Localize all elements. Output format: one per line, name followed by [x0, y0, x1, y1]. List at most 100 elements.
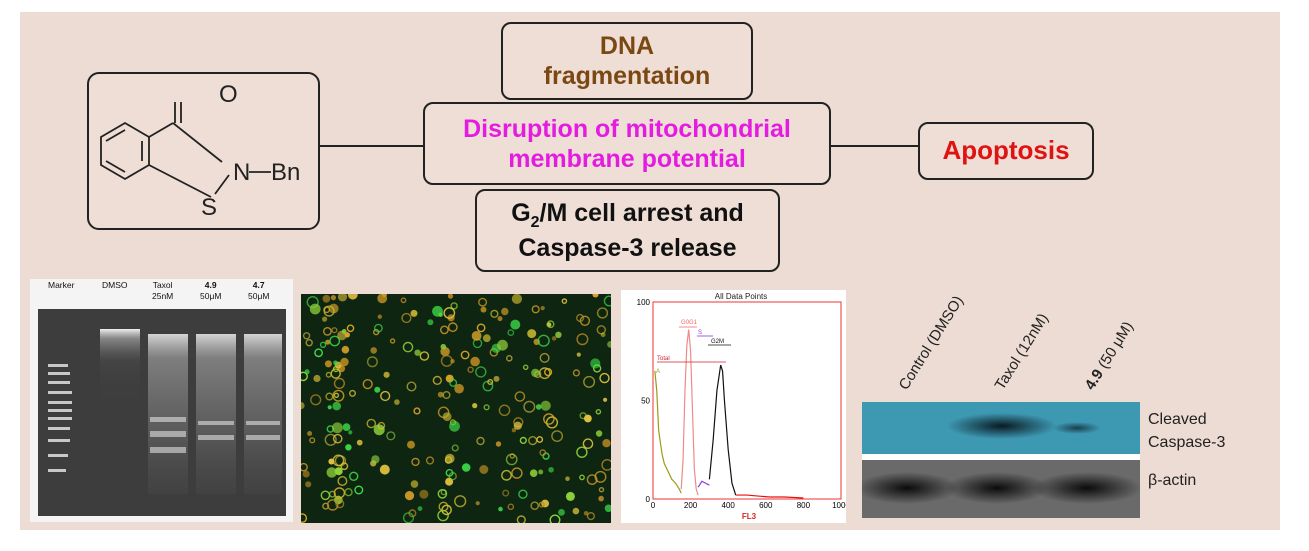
mitochondrial-disruption-text: Disruption of mitochondrial membrane pot… [463, 114, 791, 173]
cell [476, 436, 485, 446]
flow-x-ticks: 02004006008001000 [651, 501, 851, 510]
cell [314, 348, 324, 358]
mitochondrial-disruption-box: Disruption of mitochondrial membrane pot… [423, 102, 831, 185]
cell [324, 433, 337, 446]
cell [511, 467, 523, 479]
cell [322, 502, 330, 510]
cell [579, 474, 585, 481]
dmso-lane [100, 329, 140, 409]
cell [400, 297, 407, 304]
caspase-band-4-9 [1053, 422, 1101, 434]
benzisothiazolone-structure: O N Bn S [100, 81, 300, 221]
cell [381, 294, 388, 297]
flow-x-tick-label: 600 [759, 501, 773, 510]
cell [301, 371, 308, 382]
cell [603, 397, 608, 402]
cell [404, 491, 415, 501]
cell [586, 512, 596, 521]
cell [330, 295, 336, 301]
cell [602, 439, 611, 448]
cell [333, 377, 346, 390]
cell [467, 366, 474, 373]
g2m-g-text: G [511, 199, 531, 228]
flow-series-a [654, 370, 682, 494]
cell [309, 437, 316, 444]
actin-band-control [862, 472, 959, 504]
cell [592, 294, 599, 298]
taxol-lane [148, 334, 188, 494]
compound-structure-box: O N Bn S [87, 72, 320, 230]
cell [579, 315, 591, 326]
cell [354, 485, 364, 495]
cell [329, 335, 341, 347]
cell [576, 446, 588, 458]
cell [558, 509, 565, 516]
compound-4-7-lane [244, 334, 282, 494]
cell [472, 403, 478, 409]
cell [340, 357, 349, 367]
flow-series-debris [735, 494, 804, 499]
cell [584, 414, 592, 423]
cell [565, 491, 575, 501]
flow-series-g0g1 [680, 329, 699, 496]
cell [507, 503, 515, 511]
cell [487, 378, 494, 385]
flow-x-axis-label: FL3 [742, 512, 757, 521]
cell [341, 329, 347, 334]
cell [604, 504, 611, 513]
cell [540, 400, 551, 411]
cell [366, 418, 377, 429]
cell [546, 320, 555, 329]
flow-gates: A Total G0G1 S G2M [656, 320, 731, 375]
cell [301, 402, 305, 410]
flow-plot-frame [652, 301, 842, 500]
cell [442, 412, 452, 421]
cell [427, 319, 434, 326]
g2m-line1: G2/M cell arrest and [511, 198, 744, 232]
cell [345, 444, 352, 451]
cell [523, 400, 536, 413]
cell [603, 295, 611, 307]
sulfur-label: S [201, 194, 217, 221]
cell [330, 368, 341, 379]
g2m-rest-text: /M cell arrest and [539, 199, 744, 228]
cell [374, 323, 383, 333]
beta-actin-label: β-actin [1148, 472, 1197, 489]
cell [447, 322, 458, 333]
cell [326, 467, 337, 478]
cell [475, 501, 480, 506]
flow-y-tick-label: 100 [637, 298, 651, 307]
cell [586, 474, 598, 486]
cell [413, 407, 421, 415]
cell [327, 405, 332, 410]
cell [505, 453, 518, 466]
cell [451, 444, 459, 452]
cell [362, 378, 373, 390]
cell [513, 421, 522, 430]
cell [322, 294, 331, 303]
cell [402, 341, 414, 353]
cell [596, 325, 606, 335]
cell [342, 423, 351, 431]
wb-lane-label-4-9: 4.9 (50 μM) [1081, 318, 1137, 393]
cell [501, 307, 509, 316]
western-blot-panel: Control (DMSO) Taxol (12nM) 4.9 (50 μM) … [862, 293, 1272, 518]
cell [551, 430, 564, 443]
cell [333, 360, 338, 365]
cell [479, 465, 489, 474]
cell [538, 501, 545, 508]
cell [478, 297, 488, 307]
cell [332, 454, 345, 467]
cell [432, 375, 442, 386]
cell [543, 413, 555, 425]
cell [437, 391, 444, 398]
cell [389, 338, 396, 344]
cell [511, 294, 522, 304]
actin-band-4-9 [1032, 472, 1140, 504]
cell [454, 495, 467, 508]
cell [514, 391, 526, 402]
cell [323, 305, 335, 317]
